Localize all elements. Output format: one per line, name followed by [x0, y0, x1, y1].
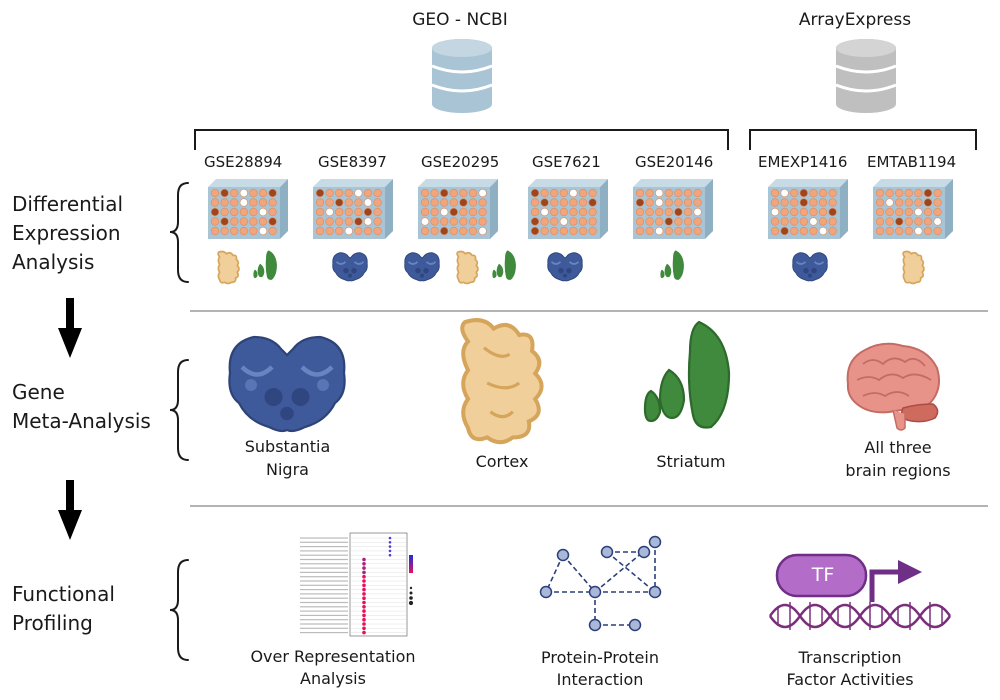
dataset-label: GSE8397: [318, 153, 387, 171]
striatum-icon: [660, 250, 684, 280]
cortex-icon: [460, 318, 544, 445]
brace-functional: [169, 559, 189, 661]
arrayexpress-bracket: [749, 129, 977, 150]
datasets-graphic: [208, 179, 953, 285]
sources-and-datasets-graphic: [194, 39, 977, 150]
geo-ncbi-label: GEO - NCBI: [412, 10, 508, 30]
arrayexpress-database-icon: [835, 39, 897, 113]
cortex-icon: [902, 250, 925, 285]
striatum-icon: [492, 250, 516, 280]
microarray-icon: [528, 179, 608, 239]
microarray-icon: [418, 179, 498, 239]
stage-label-differential-expression: Differential Expression Analysis: [12, 192, 124, 274]
brace-differential: [169, 182, 189, 283]
down-arrow-icon: [58, 480, 82, 540]
cortex-icon: [217, 250, 240, 285]
microarray-icon: [768, 179, 848, 239]
brain-icon: [846, 342, 940, 431]
tf-label: TF: [811, 564, 835, 586]
arrayexpress-label: ArrayExpress: [798, 10, 912, 30]
dataset-label: GSE7621: [532, 153, 601, 171]
cortex-icon: [456, 250, 479, 285]
substantia-nigra-icon: [332, 252, 368, 282]
stage-label-functional-profiling: Functional Profiling: [12, 582, 115, 635]
microarray-icon: [633, 179, 713, 239]
substantia-nigra-icon: [228, 335, 346, 433]
substantia-nigra-icon: [547, 252, 583, 282]
geo-bracket: [194, 129, 729, 150]
ppi-network-graphic: [539, 535, 662, 632]
dataset-label: GSE20146: [635, 153, 714, 171]
microarray-icon: [313, 179, 393, 239]
microarray-icon: [208, 179, 288, 239]
region-label-cortex: Cortex: [475, 452, 529, 471]
microarray-icon: [873, 179, 953, 239]
geo-database-icon: [431, 39, 493, 113]
func-label-tf: Transcription Factor Activities: [786, 648, 914, 689]
tf-dna-graphic: [768, 553, 952, 630]
stage-label-meta-analysis: Gene Meta-Analysis: [12, 380, 151, 433]
region-label-substantia-nigra: Substantia Nigra: [244, 437, 331, 479]
region-label-striatum: Striatum: [656, 452, 726, 471]
substantia-nigra-icon: [792, 252, 828, 282]
dataset-label: GSE20295: [421, 153, 500, 171]
striatum-icon: [253, 250, 277, 280]
striatum-icon: [643, 320, 731, 429]
func-label-ora: Over Representation Analysis: [250, 647, 416, 688]
dataset-label: EMTAB1194: [867, 153, 957, 171]
ora-dotplot-graphic: [300, 532, 414, 637]
region-label-all-three: All three brain regions: [845, 438, 951, 480]
dataset-label: GSE28894: [204, 153, 283, 171]
down-arrow-icon: [58, 298, 82, 358]
func-label-ppi: Protein-Protein Interaction: [541, 648, 659, 689]
brace-meta: [169, 359, 189, 461]
substantia-nigra-icon: [404, 252, 440, 282]
dataset-label: EMEXP1416: [758, 153, 848, 171]
